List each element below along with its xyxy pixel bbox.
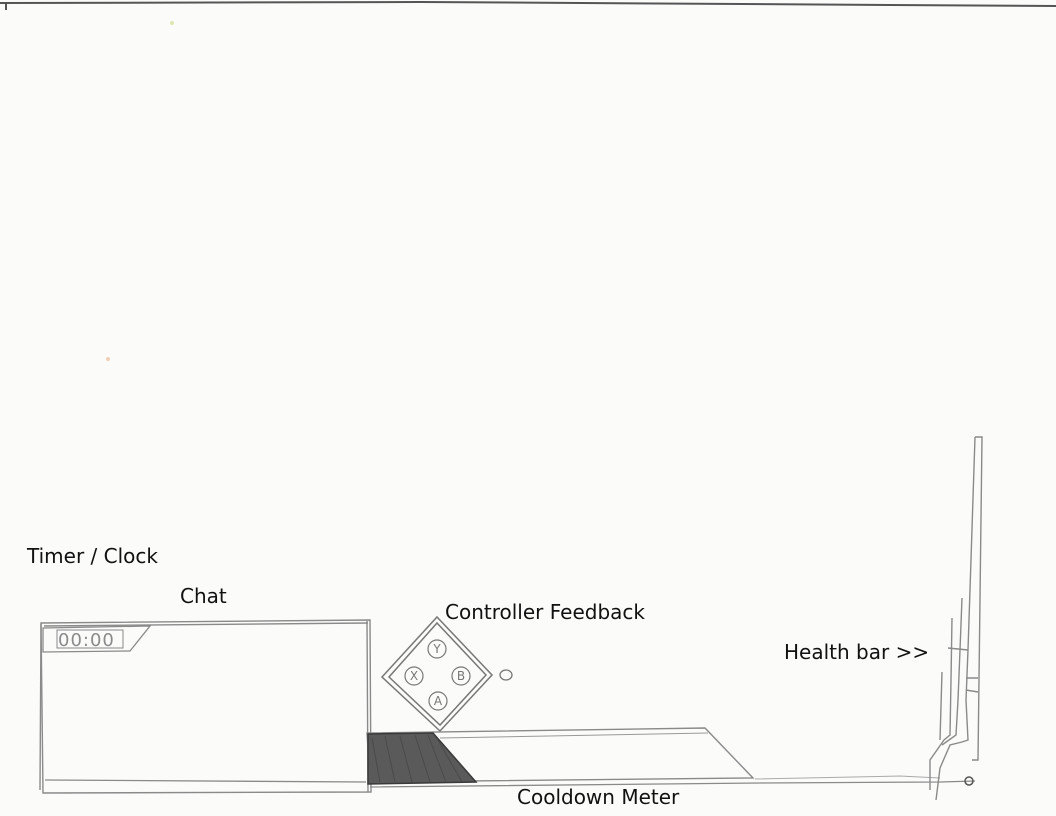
timer-digits: 00:00 xyxy=(58,630,115,651)
health-bar-indicator xyxy=(964,776,974,786)
health-bar xyxy=(929,436,983,801)
button-x-icon xyxy=(404,666,424,686)
button-y-label: Y xyxy=(432,642,441,656)
button-y-icon xyxy=(427,639,447,659)
controller-indicator-dot xyxy=(499,669,513,681)
cooldown-meter xyxy=(366,727,755,785)
controller-diamond xyxy=(380,615,494,733)
health-bar-annotation: Health bar >> xyxy=(784,640,930,664)
cooldown-meter-annotation: Cooldown Meter xyxy=(517,785,680,809)
button-a-icon xyxy=(428,691,448,711)
button-x-label: X xyxy=(410,669,418,683)
button-b-icon xyxy=(451,666,471,686)
button-a-label: A xyxy=(434,694,443,708)
controller-buttons xyxy=(404,639,471,711)
chat-annotation: Chat xyxy=(180,584,227,608)
baseline xyxy=(44,779,976,788)
controller-feedback-annotation: Controller Feedback xyxy=(445,600,645,624)
button-b-label: B xyxy=(457,669,465,683)
page-top-edge xyxy=(0,0,1056,7)
timer-clock-annotation: Timer / Clock xyxy=(27,544,158,568)
timer-display: 00:00 xyxy=(42,625,152,653)
chat-box xyxy=(39,619,372,794)
